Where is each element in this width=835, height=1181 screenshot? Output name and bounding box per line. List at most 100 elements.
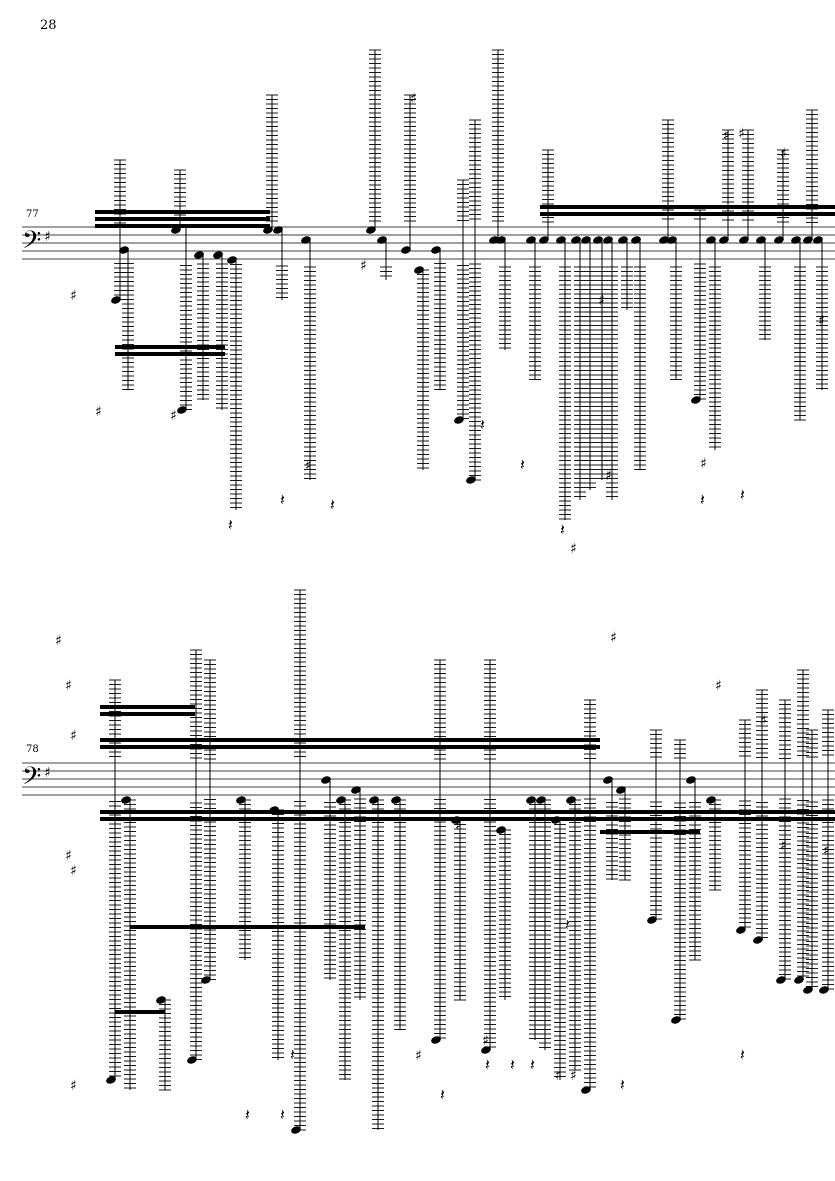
sharp-icon: ♯ [715, 678, 722, 694]
sharp-icon: ♯ [555, 1068, 562, 1084]
sharp-icon: ♯ [170, 408, 177, 424]
beam [95, 217, 270, 221]
bass-clef-icon: 𝄢 [22, 762, 41, 797]
quarter-rest-icon: 𝄽 [280, 490, 285, 509]
notehead [496, 236, 506, 244]
sharp-icon: ♯ [70, 288, 77, 304]
page-number: 28 [40, 18, 57, 33]
beam [100, 810, 835, 814]
sharp-icon: ♯ [570, 1068, 577, 1084]
quarter-rest-icon: 𝄽 [440, 1085, 445, 1104]
beam [100, 745, 600, 749]
quarter-rest-icon: 𝄽 [480, 415, 485, 434]
notehead [536, 796, 546, 804]
beam [100, 817, 835, 821]
beam [100, 738, 600, 742]
sharp-icon: ♯ [305, 458, 312, 474]
beam [95, 210, 270, 214]
sharp-icon: ♯ [65, 848, 72, 864]
notehead [171, 226, 181, 234]
notehead [106, 1076, 116, 1084]
notehead [526, 796, 536, 804]
notehead [791, 236, 801, 244]
notehead [539, 236, 549, 244]
notehead [336, 796, 346, 804]
quarter-rest-icon: 𝄽 [740, 485, 745, 504]
notehead [351, 786, 361, 794]
sharp-icon: ♯ [738, 126, 745, 142]
notehead [603, 236, 613, 244]
notehead [526, 236, 536, 244]
notehead [156, 996, 166, 1004]
beam [100, 712, 195, 716]
notehead [736, 926, 746, 934]
sharp-icon: ♯ [455, 818, 462, 834]
notehead [686, 776, 696, 784]
quarter-rest-icon: 𝄽 [530, 1055, 535, 1074]
notehead [466, 476, 476, 484]
quarter-rest-icon: 𝄽 [565, 915, 570, 934]
notehead [177, 406, 187, 414]
notehead [566, 796, 576, 804]
beam [115, 345, 225, 349]
quarter-rest-icon: 𝄽 [620, 1075, 625, 1094]
notehead [616, 786, 626, 794]
quarter-rest-icon: 𝄽 [290, 1045, 295, 1064]
notehead [571, 236, 581, 244]
sharp-icon: ♯ [598, 293, 605, 309]
notehead [753, 936, 763, 944]
notehead [431, 246, 441, 254]
notehead [321, 776, 331, 784]
notehead [414, 266, 424, 274]
notehead [377, 236, 387, 244]
notehead [391, 796, 401, 804]
quarter-rest-icon: 𝄽 [510, 1055, 515, 1074]
quarter-rest-icon: 𝄽 [330, 495, 335, 514]
notehead [366, 226, 376, 234]
notehead [631, 236, 641, 244]
notehead [819, 986, 829, 994]
notehead [454, 416, 464, 424]
quarter-rest-icon: 𝄽 [700, 490, 705, 509]
notehead [496, 826, 506, 834]
notehead [481, 1046, 491, 1054]
notehead [671, 1016, 681, 1024]
sharp-icon: ♯ [70, 863, 77, 879]
notehead [556, 236, 566, 244]
notehead [739, 236, 749, 244]
notehead [273, 226, 283, 234]
notehead [803, 236, 813, 244]
notehead [431, 1036, 441, 1044]
notehead [194, 251, 204, 259]
notehead [618, 236, 628, 244]
notehead [369, 796, 379, 804]
notehead [187, 1056, 197, 1064]
sharp-icon: ♯ [610, 630, 617, 646]
quarter-rest-icon: 𝄽 [485, 1055, 490, 1074]
sharp-icon: ♯ [482, 1033, 489, 1049]
key-signature-sharp-icon: ♯ [44, 765, 51, 781]
beam [115, 1010, 165, 1014]
beam [540, 205, 835, 209]
notehead [581, 1086, 591, 1094]
sharp-icon: ♯ [780, 146, 787, 162]
notehead [227, 256, 237, 264]
quarter-rest-icon: 𝄽 [280, 1105, 285, 1124]
sharp-icon: ♯ [818, 313, 825, 329]
measure-number-78: 78 [26, 744, 39, 755]
notehead [603, 776, 613, 784]
notehead [774, 236, 784, 244]
quarter-rest-icon: 𝄽 [228, 515, 233, 534]
sharp-icon: ♯ [415, 1048, 422, 1064]
notehead [263, 226, 273, 234]
notehead [719, 236, 729, 244]
sharp-icon: ♯ [700, 456, 707, 472]
sharp-icon: ♯ [95, 404, 102, 420]
sharp-icon: ♯ [723, 128, 730, 144]
sharp-icon: ♯ [65, 678, 72, 694]
notehead [401, 246, 411, 254]
notehead [119, 246, 129, 254]
notehead [803, 986, 813, 994]
notehead [794, 976, 804, 984]
key-signature-sharp-icon: ♯ [44, 229, 51, 245]
